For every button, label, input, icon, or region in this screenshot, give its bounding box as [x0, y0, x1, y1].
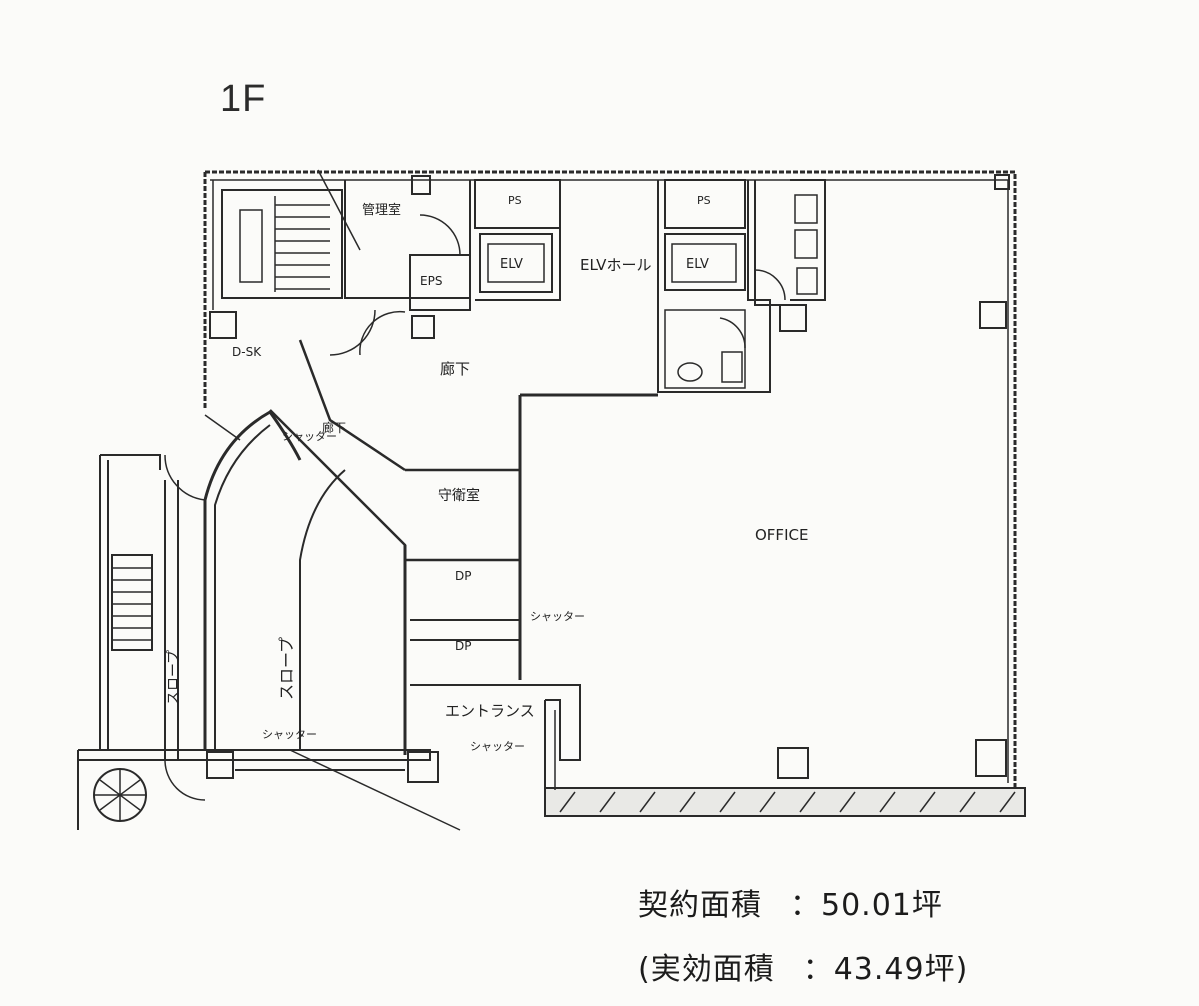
- stair-treads: [112, 567, 152, 641]
- arch-slope: [214, 424, 271, 750]
- stair-block: [221, 189, 343, 299]
- column: [411, 175, 431, 195]
- ps-room-2: [664, 179, 746, 229]
- sink: [721, 351, 743, 383]
- label-ps-1: PS: [508, 194, 522, 207]
- elevator-left: [479, 233, 553, 293]
- elevator-right: [664, 233, 746, 291]
- effective-area-label: (実効面積: [638, 952, 775, 987]
- label-office: OFFICE: [755, 526, 808, 544]
- door-swing: [329, 309, 376, 356]
- left-wall: [100, 454, 161, 470]
- label-corridor: 廊下: [440, 360, 470, 378]
- label-shutter-bottom: シャッター: [262, 728, 317, 741]
- hatched-wall: [544, 787, 1026, 817]
- label-slope-left: スロープ: [166, 650, 182, 705]
- arch-slope: [299, 469, 346, 750]
- label-elevator-left: ELV: [500, 257, 523, 272]
- label-shutter-mid: シャッター: [530, 610, 585, 623]
- column: [206, 751, 234, 779]
- door-swing: [164, 759, 206, 801]
- column: [779, 304, 807, 332]
- hatch-pattern: [559, 791, 1016, 813]
- door-swing: [419, 214, 461, 256]
- label-shutter-right: シャッター: [470, 740, 525, 753]
- door-swing: [164, 454, 206, 501]
- diagonal-wall: [298, 339, 406, 472]
- label-slope-mid: スロープ: [277, 637, 296, 700]
- toilet: [677, 362, 703, 382]
- arch-slope: [203, 410, 302, 750]
- door-swing: [754, 269, 786, 301]
- door-swing: [359, 310, 406, 356]
- contract-area-label: 契約面積: [638, 888, 762, 923]
- effective-area: (実効面積 ：43.49坪): [638, 944, 968, 988]
- column: [411, 315, 435, 339]
- label-kanri: 管理室: [362, 202, 401, 218]
- entrance-wall: [545, 684, 581, 761]
- left-wall: [99, 455, 109, 750]
- stair-arrow: [317, 169, 361, 251]
- left-wall: [164, 480, 179, 760]
- tree-symbol: [93, 768, 147, 822]
- column: [209, 311, 237, 339]
- column: [979, 301, 1007, 329]
- contract-area-value: ：50.01坪: [790, 888, 943, 923]
- label-elevator-hall: ELVホール: [580, 256, 651, 274]
- label-dp-1: DP: [455, 569, 471, 583]
- label-corridor-2: 廊下: [322, 420, 346, 435]
- column: [777, 747, 809, 779]
- kanri-wall: [344, 180, 471, 299]
- label-guard-room: 守衛室: [438, 487, 480, 504]
- diagonal-wall: [410, 619, 520, 641]
- toilet-room: [664, 309, 746, 389]
- label-entrance: エントランス: [445, 702, 535, 720]
- pantry-fixture: [794, 229, 818, 259]
- label-ep: EPS: [420, 274, 442, 288]
- pantry-wall: [754, 179, 826, 306]
- label-dp-2: DP: [455, 639, 471, 653]
- pantry-fixture: [794, 194, 818, 224]
- label-elevator-right: ELV: [686, 257, 709, 272]
- column: [975, 739, 1007, 777]
- column: [994, 174, 1010, 190]
- pantry-fixture: [796, 267, 818, 295]
- bottom-slope: [289, 749, 461, 831]
- contract-area: 契約面積 ：50.01坪: [638, 880, 943, 924]
- left-stair: [111, 554, 153, 651]
- door-swing: [204, 414, 241, 441]
- bottom-wall: [78, 749, 431, 761]
- label-shutter-top: シャッター: [282, 430, 337, 443]
- label-dsk: D-SK: [232, 345, 262, 359]
- ep-room: [409, 254, 471, 311]
- label-ps-2: PS: [697, 194, 711, 207]
- stair-treads: [239, 196, 330, 292]
- floor-label: 1F: [220, 78, 267, 120]
- effective-area-value: ：43.49坪): [802, 952, 969, 987]
- door-swing: [719, 317, 746, 349]
- column: [407, 751, 439, 783]
